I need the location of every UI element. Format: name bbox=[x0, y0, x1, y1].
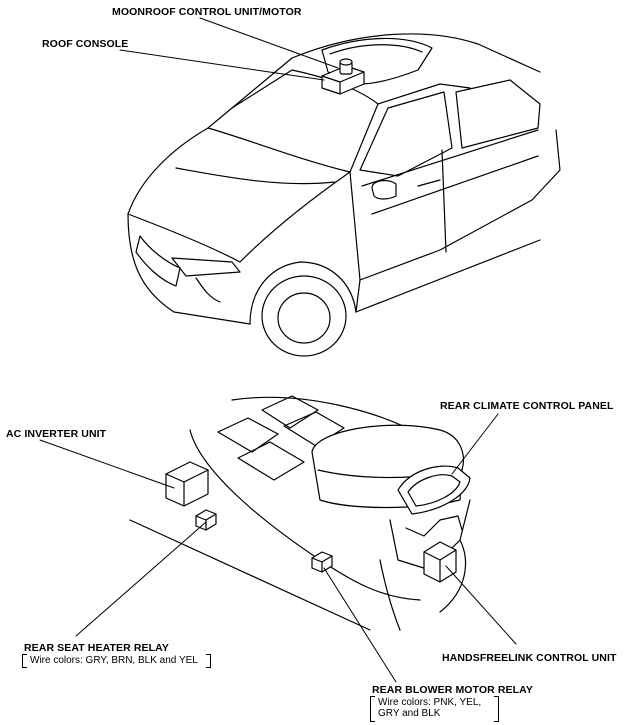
moonroof-control-unit-label: MOONROOF CONTROL UNIT/MOTOR bbox=[112, 6, 302, 18]
rear-blower-motor-relay-label: REAR BLOWER MOTOR RELAY bbox=[372, 684, 533, 696]
roof-console-drawing bbox=[321, 58, 365, 95]
leader-lines-top bbox=[119, 17, 339, 81]
vehicle-exterior-drawing bbox=[127, 33, 561, 357]
front-wheel bbox=[261, 275, 347, 357]
rear-blower-wire-colors-line1: Wire colors: PNK, YEL, bbox=[378, 697, 482, 708]
wire-bracket-right bbox=[206, 654, 211, 668]
handsfreelink-control-unit bbox=[423, 541, 457, 583]
headlight bbox=[171, 257, 241, 277]
wire-bracket-right bbox=[494, 696, 499, 722]
rear-blower-motor-relay bbox=[311, 551, 333, 573]
interior-drawing bbox=[129, 395, 471, 631]
handsfreelink-control-unit-label: HANDSFREELINK CONTROL UNIT bbox=[442, 652, 617, 664]
ac-inverter-unit bbox=[165, 461, 209, 507]
rear-seat-heater-relay-label: REAR SEAT HEATER RELAY bbox=[24, 642, 169, 654]
leader-lines-bottom bbox=[39, 413, 517, 683]
side-mirror bbox=[371, 179, 397, 200]
wire-bracket-left bbox=[370, 696, 375, 722]
rear-climate-control-panel-label: REAR CLIMATE CONTROL PANEL bbox=[440, 400, 614, 412]
front-grille bbox=[135, 235, 181, 287]
ac-inverter-unit-label: AC INVERTER UNIT bbox=[6, 428, 107, 440]
rear-climate-panel bbox=[407, 474, 461, 507]
front-side-window bbox=[359, 91, 453, 177]
rear-seat-heater-wire-colors: Wire colors: GRY, BRN, BLK and YEL bbox=[30, 655, 198, 666]
moonroof-glass bbox=[321, 37, 433, 85]
rear-blower-wire-colors-line2: GRY and BLK bbox=[378, 708, 441, 719]
roof-console-label: ROOF CONSOLE bbox=[42, 38, 129, 50]
rear-side-window bbox=[455, 79, 541, 149]
wire-bracket-left bbox=[22, 654, 27, 668]
rear-seat-heater-relay bbox=[195, 509, 217, 531]
